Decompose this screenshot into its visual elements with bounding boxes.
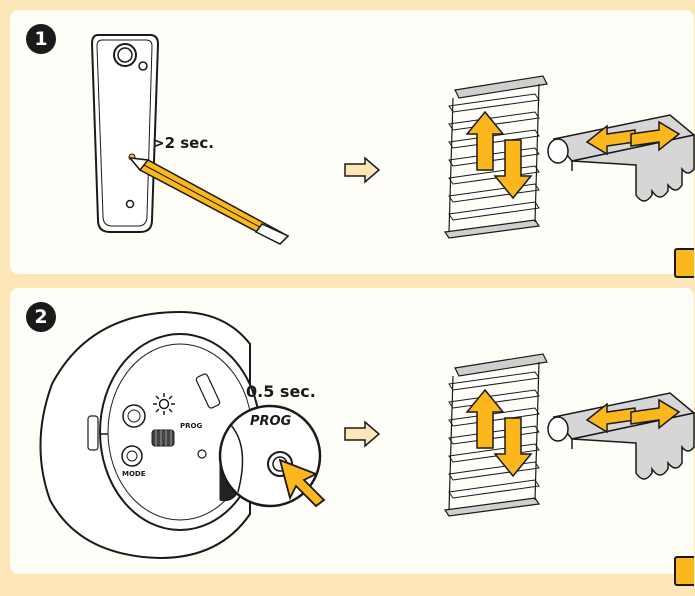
step-1-badge: 1 <box>26 24 56 54</box>
sun-icon <box>153 393 175 415</box>
proceed-arrow-icon <box>344 156 381 184</box>
check-mark-icon <box>674 556 694 586</box>
up-down-arrows-icon <box>465 110 533 200</box>
proceed-arrow-icon <box>344 420 381 448</box>
pointer-cursor-icon <box>278 458 326 508</box>
venetian-blind-icon <box>443 353 548 517</box>
hold-duration-label: >2 sec. <box>152 134 214 152</box>
sensor-housing-icon <box>39 310 261 560</box>
prog-zoom-label: PROG <box>250 414 292 429</box>
up-down-arrows-icon <box>465 388 533 478</box>
step-2-panel: 2 PROG MODE 0.5 sec. <box>10 288 695 586</box>
step-1-panel: 1 >2 sec. <box>10 10 695 278</box>
left-right-arrows-icon <box>585 120 681 156</box>
remote-control-icon <box>90 34 160 233</box>
check-mark-icon <box>674 248 694 278</box>
left-right-arrows-icon <box>585 398 681 434</box>
prog-button-label: PROG <box>180 422 203 430</box>
step-2-badge: 2 <box>26 302 56 332</box>
mode-button-label: MODE <box>122 470 146 478</box>
press-duration-label: 0.5 sec. <box>246 382 316 401</box>
pencil-icon <box>128 157 290 245</box>
